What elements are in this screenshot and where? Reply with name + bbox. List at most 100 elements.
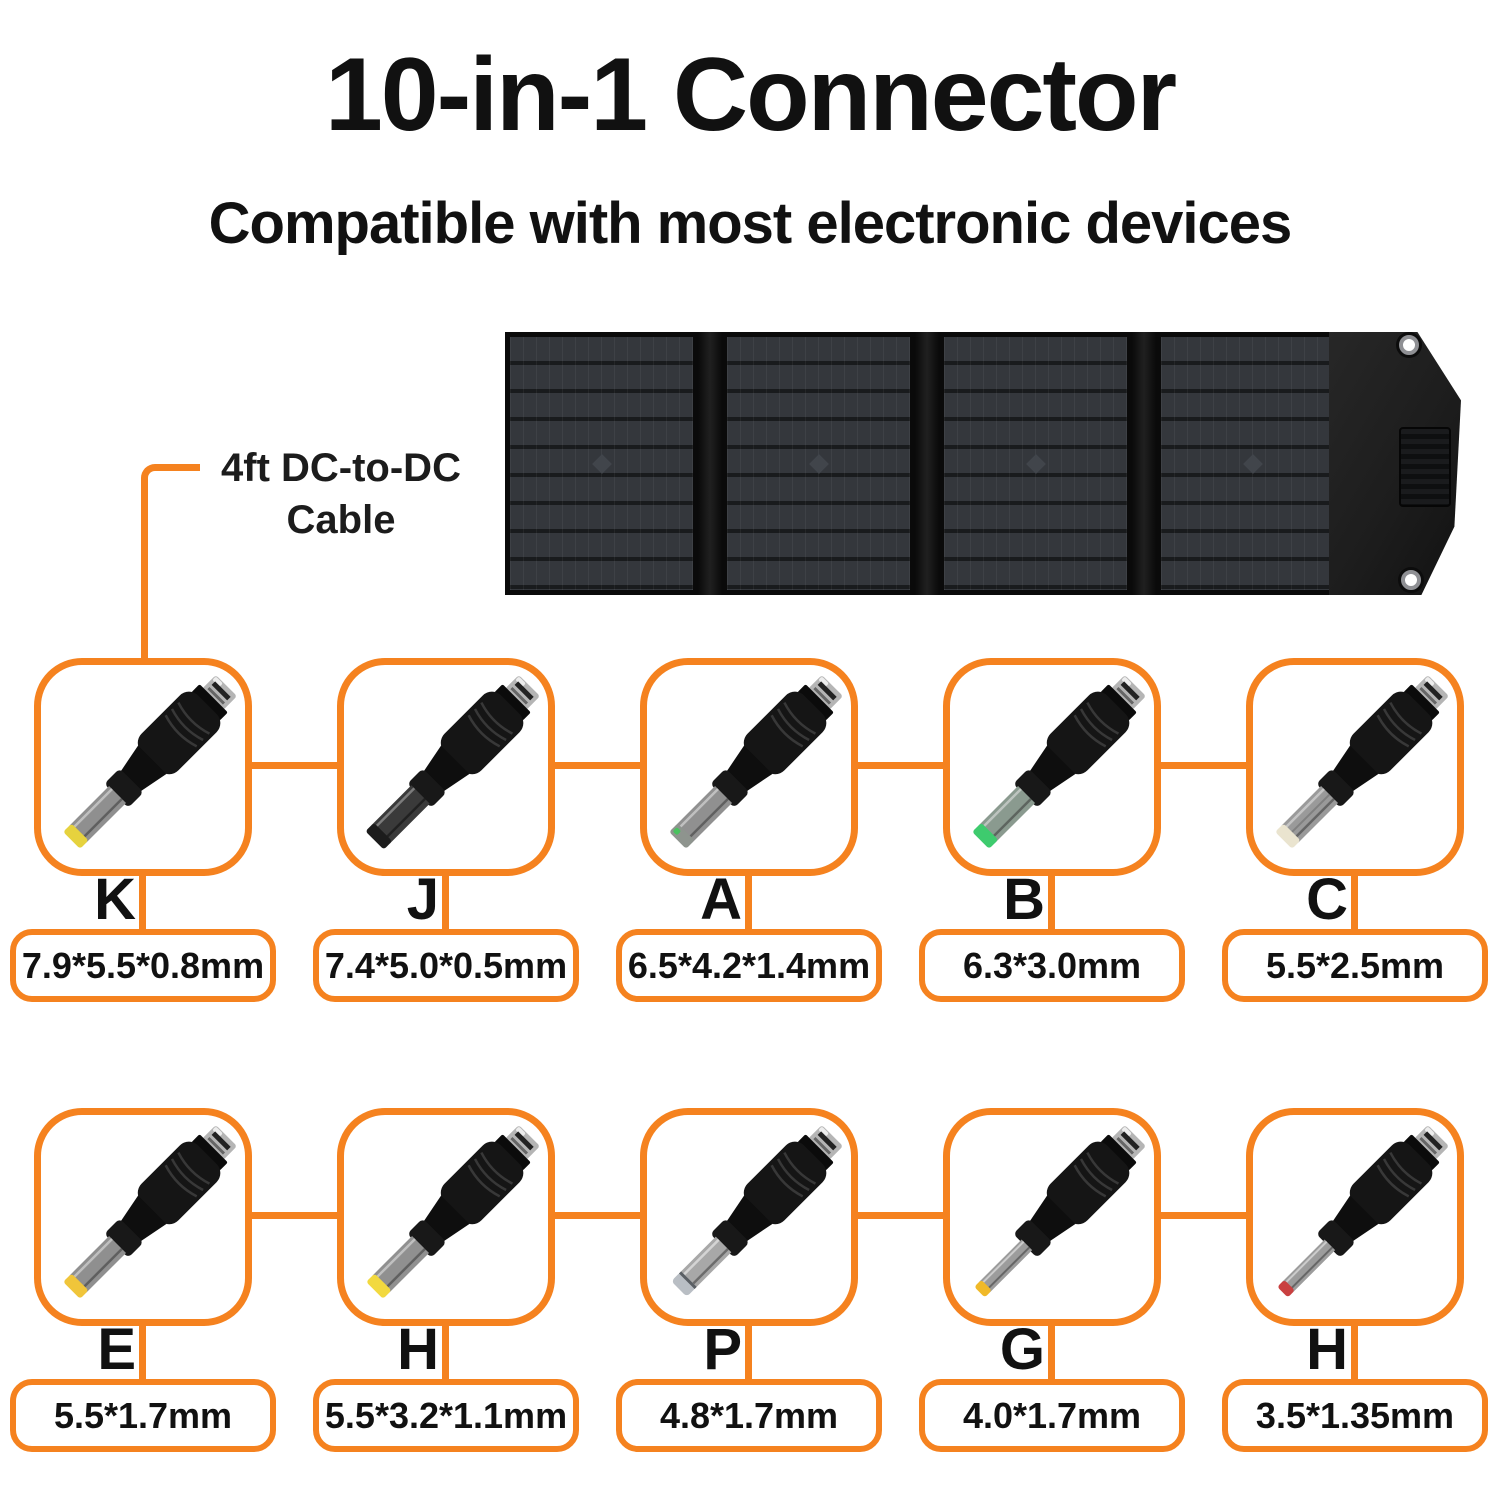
- grommet-icon: [1401, 570, 1421, 590]
- plug-shaft: [979, 1239, 1033, 1293]
- cell-diamond: [1025, 453, 1046, 474]
- cable-leader-line: [141, 464, 200, 667]
- connector-image-box: [640, 658, 858, 876]
- plug-tip: [1276, 824, 1300, 848]
- link-line: [252, 1212, 338, 1219]
- dc-plug-icon: [367, 1126, 539, 1298]
- cell-diamond: [591, 453, 612, 474]
- connector-unit-a: A 6.5*4.2*1.4mm: [598, 658, 944, 1004]
- link-line: [1048, 876, 1055, 930]
- cell-diamond: [1242, 453, 1263, 474]
- connector-letter: E: [97, 1317, 136, 1382]
- plug-tip: [64, 1274, 88, 1298]
- link-line: [858, 1212, 944, 1219]
- size-box: 7.9*5.5*0.8mm: [10, 929, 276, 1002]
- size-box: 4.0*1.7mm: [919, 1379, 1185, 1452]
- plug-shaft: [372, 1235, 430, 1293]
- size-box: 3.5*1.35mm: [1222, 1379, 1488, 1452]
- link-line: [252, 762, 338, 769]
- connector-image-box: [34, 658, 252, 876]
- connector-unit-h1: H 5.5*3.2*1.1mm: [295, 1108, 641, 1454]
- connector-image-box: [1246, 658, 1464, 876]
- plug-tip: [973, 823, 998, 848]
- plug-tip: [366, 823, 392, 849]
- connector-image-box: [337, 658, 555, 876]
- connector-image-box: [943, 658, 1161, 876]
- link-line: [745, 1326, 752, 1380]
- connector-letter: G: [999, 1317, 1045, 1382]
- size-label: 4.0*1.7mm: [962, 1394, 1142, 1436]
- link-line: [442, 1326, 449, 1380]
- connector-unit-j: J 7.4*5.0*0.5mm: [295, 658, 641, 1004]
- size-label: 6.3*3.0mm: [962, 944, 1142, 986]
- connector-letter: C: [1306, 867, 1348, 932]
- connector-image-box: [34, 1108, 252, 1326]
- size-box: 6.5*4.2*1.4mm: [616, 929, 882, 1002]
- plug-tip: [367, 1274, 391, 1298]
- connector-unit-b: B 6.3*3.0mm: [901, 658, 1247, 1004]
- solar-panel-fold: [1156, 332, 1349, 595]
- connector-letter: H: [397, 1317, 439, 1382]
- link-line: [1351, 1326, 1358, 1380]
- connector-letter: H: [1306, 1317, 1348, 1382]
- size-label: 6.5*4.2*1.4mm: [627, 944, 871, 986]
- link-line: [1048, 1326, 1055, 1380]
- panel-hinge: [698, 332, 722, 595]
- dc-plug-icon: [672, 1126, 842, 1296]
- connector-unit-e: E 5.5*1.7mm: [0, 1108, 338, 1454]
- connector-unit-k: K 7.9*5.5*0.8mm: [0, 658, 338, 1004]
- dc-plug-icon: [64, 676, 236, 848]
- tip-green-dot: [673, 827, 681, 835]
- size-label: 7.4*5.0*0.5mm: [324, 944, 568, 986]
- dc-plug-icon: [366, 676, 539, 849]
- plug-shaft: [675, 785, 733, 843]
- connector-unit-c: C 5.5*2.5mm: [1204, 658, 1500, 1004]
- dc-plug-icon: [975, 1126, 1145, 1297]
- size-label: 5.5*1.7mm: [53, 1394, 233, 1436]
- size-box: 5.5*1.7mm: [10, 1379, 276, 1452]
- link-line: [1161, 762, 1247, 769]
- connector-image-box: [943, 1108, 1161, 1326]
- panel-hinge: [1132, 332, 1156, 595]
- dc-plug-icon: [973, 676, 1145, 848]
- link-line: [745, 876, 752, 930]
- cable-label-line1: 4ft DC-to-DC: [221, 446, 461, 490]
- link-line: [442, 876, 449, 930]
- plug-tip: [672, 1272, 696, 1296]
- size-label: 7.9*5.5*0.8mm: [21, 944, 265, 986]
- size-box: 7.4*5.0*0.5mm: [313, 929, 579, 1002]
- solar-panel-fold: [939, 332, 1132, 595]
- connector-letter: P: [703, 1317, 742, 1382]
- panel-hinge: [915, 332, 939, 595]
- grommet-icon: [1399, 335, 1419, 355]
- link-line: [1161, 1212, 1247, 1219]
- connector-letter: J: [406, 867, 439, 932]
- cell-diamond: [808, 453, 829, 474]
- dc-plug-icon: [64, 1126, 236, 1298]
- solar-panel-fold: [505, 332, 698, 595]
- cable-label-line2: Cable: [286, 498, 396, 542]
- size-box: 5.5*2.5mm: [1222, 929, 1488, 1002]
- link-line: [139, 876, 146, 930]
- connector-letter: A: [700, 867, 742, 932]
- link-line: [555, 1212, 641, 1219]
- size-label: 5.5*3.2*1.1mm: [324, 1394, 568, 1436]
- solar-panel-image: [505, 332, 1461, 595]
- size-label: 4.8*1.7mm: [659, 1394, 839, 1436]
- size-label: 3.5*1.35mm: [1255, 1394, 1455, 1436]
- size-label: 5.5*2.5mm: [1265, 944, 1445, 986]
- connector-letter: K: [94, 867, 136, 932]
- plug-tip: [1278, 1281, 1294, 1297]
- connector-image-box: [1246, 1108, 1464, 1326]
- plug-shaft: [69, 1235, 127, 1293]
- size-box: 6.3*3.0mm: [919, 929, 1185, 1002]
- velcro-patch: [1399, 427, 1451, 507]
- connector-unit-p: P 4.8*1.7mm: [598, 1108, 944, 1454]
- connector-image-box: [337, 1108, 555, 1326]
- page-title: 10-in-1 Connector: [324, 37, 1177, 153]
- connector-letter: B: [1003, 867, 1045, 932]
- size-box: 5.5*3.2*1.1mm: [313, 1379, 579, 1452]
- dc-plug-icon: [1278, 1126, 1448, 1297]
- size-box: 4.8*1.7mm: [616, 1379, 882, 1452]
- panel-cover-flap: [1329, 332, 1461, 595]
